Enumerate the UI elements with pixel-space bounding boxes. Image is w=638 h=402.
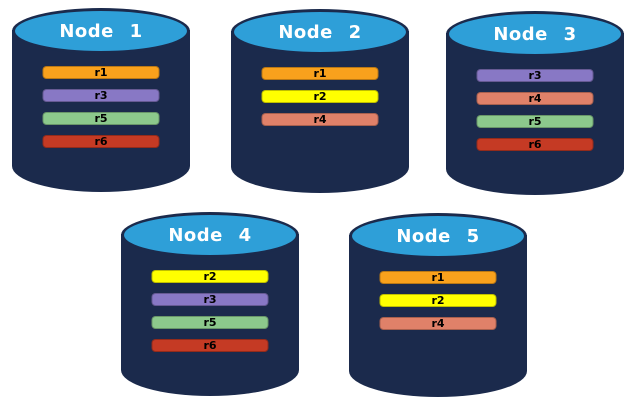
replica-label: r1 xyxy=(431,271,445,284)
replica-list: r3 r4 r5 r6 xyxy=(476,69,594,151)
replica-list: r1 r2 r4 xyxy=(261,67,379,126)
cylinder-top: Node 2 xyxy=(231,9,409,55)
replica-list: r1 r3 r5 r6 xyxy=(42,66,160,148)
replica-label: r4 xyxy=(528,92,542,105)
replica-bar-r5: r5 xyxy=(151,316,269,329)
replica-bar-r5: r5 xyxy=(476,115,594,128)
cylinder-top: Node 3 xyxy=(446,11,624,57)
cylinder-top: Node 5 xyxy=(349,213,527,259)
replica-bar-r4: r4 xyxy=(261,113,379,126)
replica-label: r4 xyxy=(431,317,445,330)
replica-bar-r4: r4 xyxy=(379,317,497,330)
node-title: Node 4 xyxy=(168,225,252,246)
replica-label: r5 xyxy=(203,316,217,329)
replica-label: r3 xyxy=(528,69,542,82)
node-title: Node 2 xyxy=(278,22,362,43)
replica-label: r1 xyxy=(94,66,108,79)
replica-bar-r1: r1 xyxy=(42,66,160,79)
db-node-4: Node 4 r2 r3 r5 r6 xyxy=(121,212,299,396)
replica-label: r6 xyxy=(94,135,108,148)
replica-label: r2 xyxy=(203,270,217,283)
replica-bar-r6: r6 xyxy=(42,135,160,148)
db-node-5: Node 5 r1 r2 r4 xyxy=(349,213,527,397)
cylinder-body xyxy=(231,31,409,193)
db-node-3: Node 3 r3 r4 r5 r6 xyxy=(446,11,624,195)
replica-label: r3 xyxy=(94,89,108,102)
node-title: Node 3 xyxy=(493,24,577,45)
cylinder-body xyxy=(12,30,190,192)
replica-list: r1 r2 r4 xyxy=(379,271,497,330)
replica-bar-r3: r3 xyxy=(476,69,594,82)
replica-label: r6 xyxy=(528,138,542,151)
cylinder-body xyxy=(349,235,527,397)
replica-label: r2 xyxy=(431,294,445,307)
replica-bar-r3: r3 xyxy=(42,89,160,102)
replica-label: r5 xyxy=(94,112,108,125)
replica-label: r2 xyxy=(313,90,327,103)
replica-label: r5 xyxy=(528,115,542,128)
replica-bar-r2: r2 xyxy=(151,270,269,283)
replica-label: r3 xyxy=(203,293,217,306)
db-node-1: Node 1 r1 r3 r5 r6 xyxy=(12,8,190,192)
replica-bar-r1: r1 xyxy=(379,271,497,284)
db-node-2: Node 2 r1 r2 r4 xyxy=(231,9,409,193)
replica-bar-r2: r2 xyxy=(379,294,497,307)
node-title: Node 5 xyxy=(396,226,480,247)
replica-list: r2 r3 r5 r6 xyxy=(151,270,269,352)
cylinder-body xyxy=(121,234,299,396)
node-title: Node 1 xyxy=(59,21,143,42)
replica-bar-r3: r3 xyxy=(151,293,269,306)
replica-bar-r1: r1 xyxy=(261,67,379,80)
replica-bar-r4: r4 xyxy=(476,92,594,105)
replica-label: r4 xyxy=(313,113,327,126)
cylinder-body xyxy=(446,33,624,195)
replica-bar-r2: r2 xyxy=(261,90,379,103)
cylinder-top: Node 1 xyxy=(12,8,190,54)
replica-label: r1 xyxy=(313,67,327,80)
replica-bar-r5: r5 xyxy=(42,112,160,125)
replica-bar-r6: r6 xyxy=(151,339,269,352)
cylinder-top: Node 4 xyxy=(121,212,299,258)
replica-bar-r6: r6 xyxy=(476,138,594,151)
replica-label: r6 xyxy=(203,339,217,352)
